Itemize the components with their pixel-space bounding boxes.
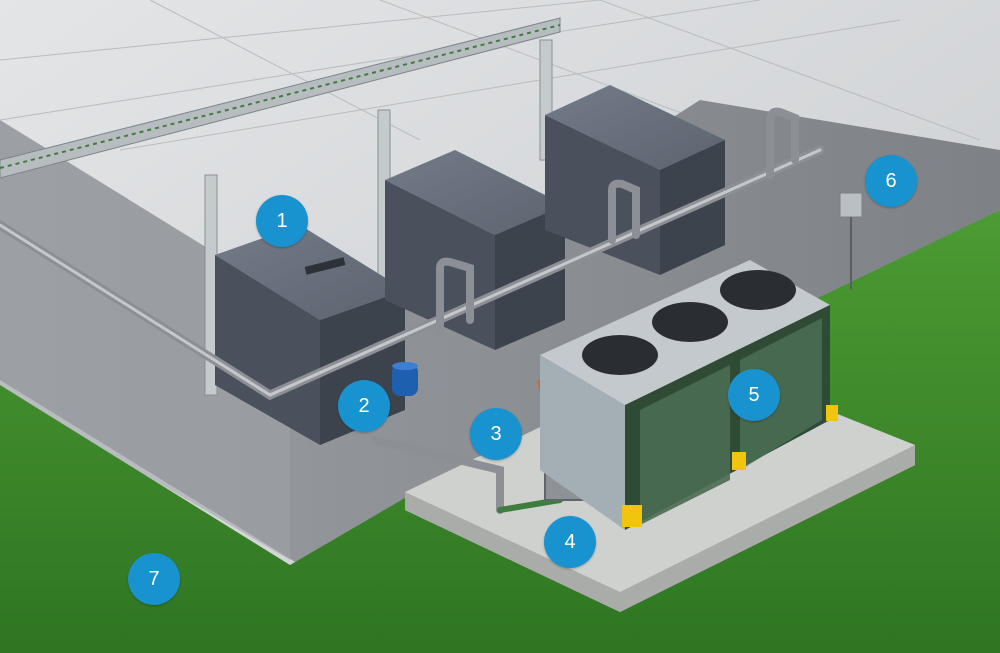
- expansion-vessel-icon: [392, 362, 418, 396]
- concrete-base-edge: [405, 445, 915, 612]
- callout-5[interactable]: 5: [728, 369, 780, 421]
- room-glass-wall: [0, 120, 290, 560]
- callout-2[interactable]: 2: [338, 380, 390, 432]
- callout-7[interactable]: 7: [128, 553, 180, 605]
- callout-1[interactable]: 1: [256, 195, 308, 247]
- sensor-box-icon: [839, 192, 863, 290]
- fan-icon: [582, 270, 796, 375]
- main-pipe: [0, 107, 825, 514]
- callout-6[interactable]: 6: [865, 155, 917, 207]
- callout-4[interactable]: 4: [544, 516, 596, 568]
- ceiling-tile-lines: [0, 0, 981, 151]
- callout-3[interactable]: 3: [470, 408, 522, 460]
